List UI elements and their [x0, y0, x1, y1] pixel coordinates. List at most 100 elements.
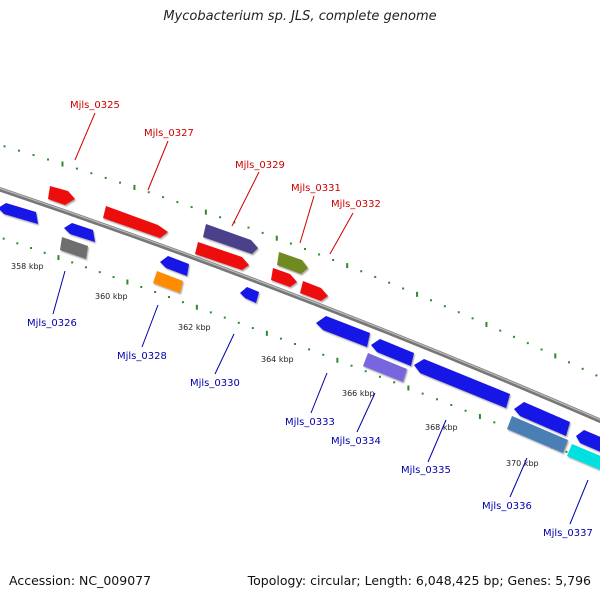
- scale-tick-358: 358 kbp: [11, 262, 44, 271]
- major-tick: [336, 357, 339, 363]
- minor-tick: [18, 149, 21, 152]
- minor-tick: [540, 348, 543, 351]
- gene-label-0328[interactable]: Mjls_0328: [117, 351, 167, 362]
- gene-block-0328[interactable]: [153, 271, 183, 293]
- minor-tick: [360, 270, 363, 273]
- minor-tick: [43, 251, 46, 254]
- gene-label-0336[interactable]: Mjls_0336: [482, 501, 532, 512]
- minor-tick: [304, 248, 306, 250]
- gene-block-0334[interactable]: [363, 353, 407, 382]
- major-tick: [57, 255, 60, 261]
- minor-tick: [237, 321, 240, 324]
- minor-tick: [162, 196, 165, 199]
- minor-tick: [90, 172, 93, 175]
- topology-text: Topology: circular; Length: 6,048,425 bp…: [247, 573, 591, 588]
- major-tick: [478, 414, 481, 420]
- minor-tick: [350, 364, 353, 367]
- scale-tick-360: 360 kbp: [95, 292, 128, 301]
- gene-block-0332[interactable]: [300, 281, 328, 301]
- top-leader-lines: [74, 112, 354, 255]
- minor-tick: [565, 450, 568, 453]
- minor-tick: [322, 353, 325, 356]
- gene-block-0329[interactable]: [195, 242, 249, 270]
- gene-block-0336[interactable]: [507, 416, 568, 453]
- minor-tick: [289, 242, 292, 245]
- minor-tick: [140, 286, 143, 288]
- gene-label-0334[interactable]: Mjls_0334: [331, 436, 381, 447]
- gene-label-0326[interactable]: Mjls_0326: [27, 318, 77, 329]
- minor-tick: [581, 367, 584, 370]
- gene-label-0337[interactable]: Mjls_0337: [543, 528, 593, 539]
- gene-label-0329[interactable]: Mjls_0329: [235, 160, 285, 171]
- gene-label-0331[interactable]: Mjls_0331: [291, 183, 341, 194]
- minor-tick: [209, 311, 212, 314]
- minor-tick: [464, 409, 467, 412]
- minor-tick: [567, 361, 570, 364]
- gene-block-0325[interactable]: [48, 186, 75, 205]
- gene-label-0332[interactable]: Mjls_0332: [331, 199, 381, 210]
- minor-tick: [16, 242, 19, 245]
- minor-tick: [47, 158, 50, 161]
- gene-block-0331-a[interactable]: [277, 252, 308, 274]
- gene-block-0336-a[interactable]: [514, 402, 570, 436]
- minor-tick: [374, 275, 377, 278]
- gene-block-0327[interactable]: [103, 206, 168, 238]
- gene-label-0325[interactable]: Mjls_0325: [70, 100, 120, 111]
- major-tick: [61, 161, 64, 167]
- minor-tick: [513, 335, 516, 338]
- gene-block-0328-a[interactable]: [160, 256, 189, 276]
- bottom-leader-lines: [52, 270, 589, 525]
- minor-tick: [251, 327, 254, 330]
- minor-tick: [388, 281, 391, 284]
- major-tick: [265, 330, 268, 336]
- minor-tick: [154, 291, 157, 294]
- gene-block-0331[interactable]: [271, 268, 297, 287]
- major-tick: [133, 184, 136, 190]
- minor-tick: [181, 301, 184, 304]
- major-tick: [204, 209, 207, 215]
- scale-tick-368: 368 kbp: [425, 423, 458, 432]
- minor-tick: [98, 271, 101, 274]
- gene-block-0330[interactable]: [240, 287, 259, 303]
- minor-tick: [84, 266, 87, 269]
- gene-label-0330[interactable]: Mjls_0330: [190, 378, 240, 389]
- gene-block-0326[interactable]: [60, 237, 88, 259]
- gene-block-0333-b[interactable]: [371, 339, 414, 366]
- minor-tick: [429, 299, 432, 302]
- gene-block-0324[interactable]: [0, 203, 38, 224]
- gene-block-0335[interactable]: [414, 359, 510, 408]
- gene-label-0327[interactable]: Mjls_0327: [144, 128, 194, 139]
- major-tick: [195, 304, 198, 310]
- major-tick: [126, 279, 129, 285]
- scale-tick-364: 364 kbp: [261, 355, 294, 364]
- minor-tick: [147, 191, 150, 194]
- scale-tick-366: 366 kbp: [342, 389, 375, 398]
- minor-tick: [457, 311, 460, 314]
- minor-tick: [71, 261, 74, 264]
- minor-tick: [247, 226, 250, 229]
- gene-block-0337-a[interactable]: [576, 430, 600, 456]
- gene-block-0337[interactable]: [567, 444, 600, 474]
- minor-tick: [75, 167, 78, 170]
- minor-tick: [332, 259, 335, 262]
- major-tick: [407, 385, 410, 391]
- minor-tick: [112, 276, 115, 279]
- minor-tick: [3, 145, 6, 148]
- minor-tick: [30, 247, 33, 250]
- minor-tick: [104, 176, 107, 179]
- gene-label-0335[interactable]: Mjls_0335: [401, 465, 451, 476]
- gene-label-0333[interactable]: Mjls_0333: [285, 417, 335, 428]
- minor-tick: [190, 206, 193, 209]
- minor-tick: [279, 337, 282, 340]
- major-tick: [416, 291, 419, 297]
- gene-block-0329-top[interactable]: [203, 224, 258, 254]
- gene-block-0326-a[interactable]: [64, 223, 95, 242]
- gene-block-0333[interactable]: [316, 316, 370, 347]
- scale-tick-370: 370 kbp: [506, 459, 539, 468]
- minor-tick: [219, 216, 222, 219]
- minor-tick: [499, 329, 502, 332]
- minor-tick: [526, 342, 529, 345]
- major-tick: [346, 263, 349, 269]
- minor-tick: [402, 287, 405, 290]
